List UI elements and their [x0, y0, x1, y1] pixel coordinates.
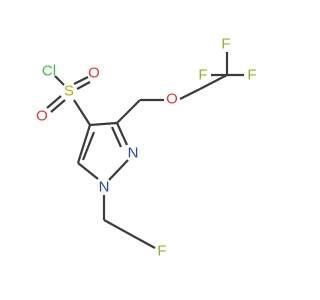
molecule-structure: Cl S O O O N N F F F F — [36, 36, 256, 260]
atom-n2: N — [128, 145, 139, 162]
atom-f-top: F — [221, 36, 230, 53]
atom-f-left: F — [198, 67, 207, 84]
bonds — [46, 52, 244, 249]
bond-c4-c5 — [76, 124, 92, 164]
bond-s-o-top-a — [73, 76, 89, 85]
bond-s-cl — [54, 75, 65, 86]
bond-s-o-top-b — [76, 81, 91, 90]
atom-s: S — [64, 83, 74, 100]
bond-c5-n1 — [77, 162, 99, 180]
atom-o-ether: O — [166, 91, 178, 108]
bond-s-o-bottom-a — [46, 95, 62, 109]
atom-o-sulfonyl-top: O — [88, 65, 100, 82]
bond-ch2-cf3 — [199, 74, 228, 90]
bond-c3-c4 — [89, 121, 118, 127]
atom-f-right: F — [247, 67, 256, 84]
atom-n1: N — [99, 179, 110, 196]
bond-s-o-bottom-b — [50, 99, 66, 113]
bond-c5-c5-inner — [81, 131, 96, 161]
bond-n2-c3-inner — [110, 126, 123, 148]
atom-labels: Cl S O O O N N F F F F — [36, 36, 256, 260]
atom-f-alkyl: F — [157, 243, 166, 260]
atom-o-sulfonyl-bottom: O — [36, 108, 48, 125]
bond-c3-ch2 — [116, 99, 141, 124]
bond-n2-c3 — [115, 122, 129, 146]
atom-cl: Cl — [42, 63, 56, 80]
bond-ch2-ch2 — [103, 219, 134, 237]
bond-o-ch2 — [179, 88, 201, 100]
bond-n1-n2 — [108, 159, 129, 181]
bond-c4-s — [73, 99, 91, 126]
bond-ch2-f — [132, 235, 156, 249]
